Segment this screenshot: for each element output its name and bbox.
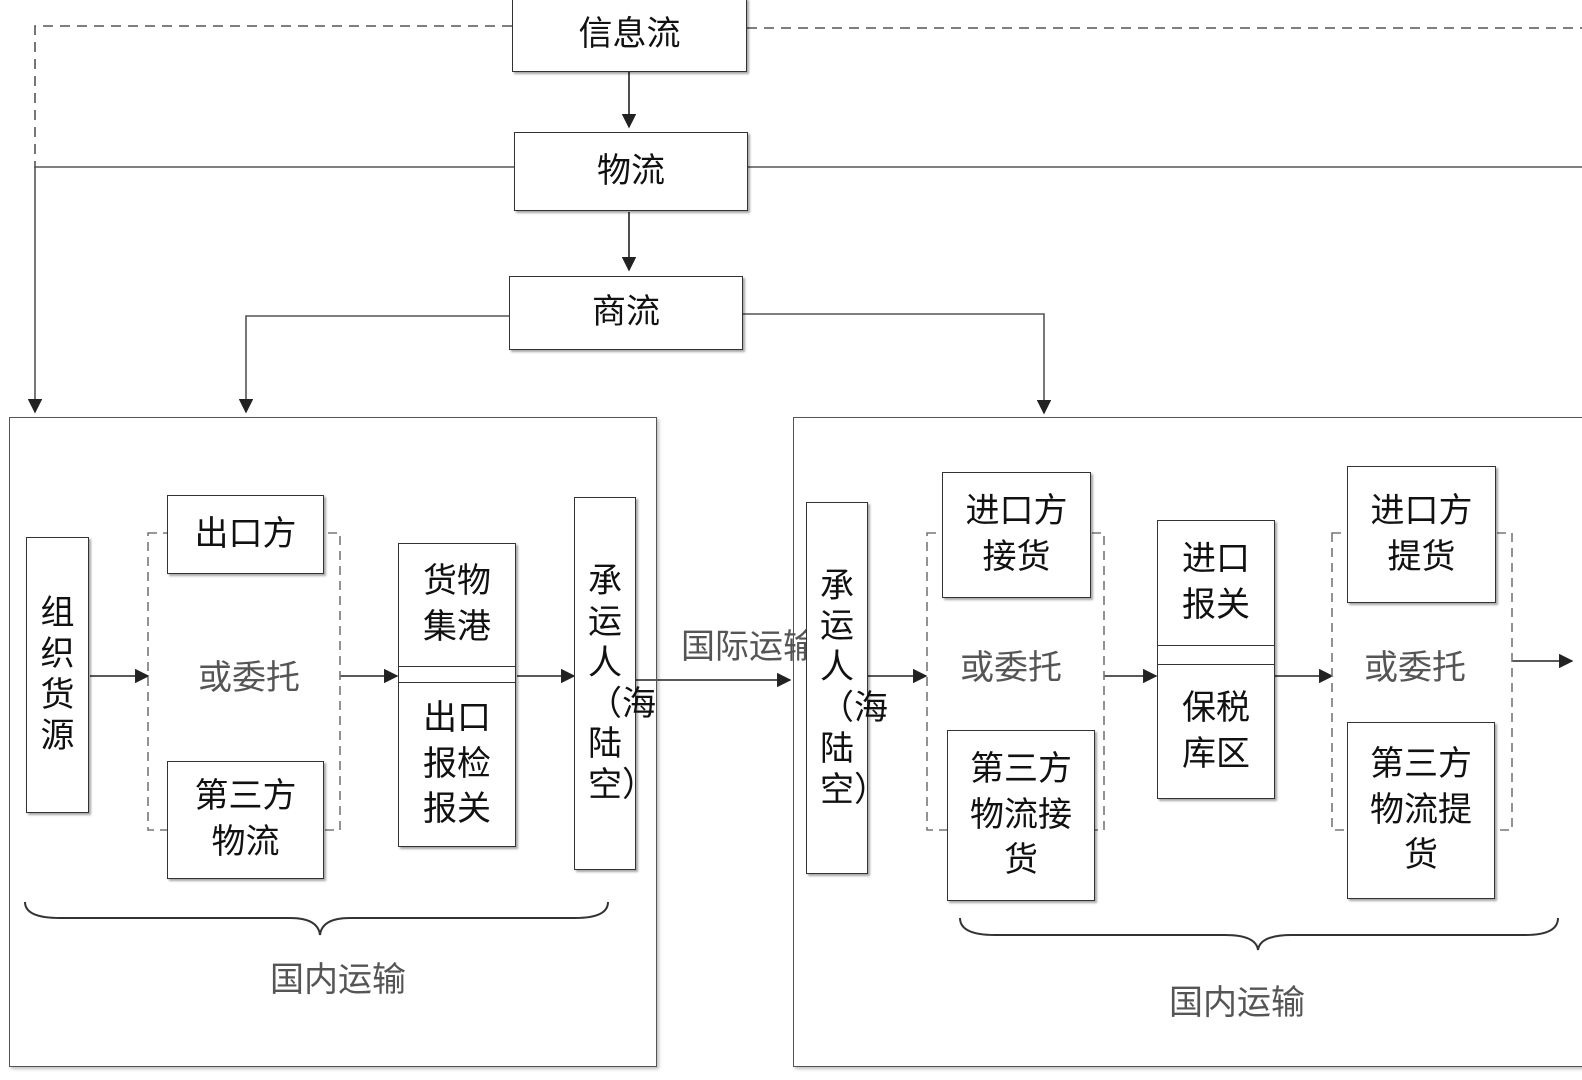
cargo-to-port-label: 货物集港 (422, 561, 491, 647)
international-transport-text: 国际运输 (681, 627, 817, 667)
export-carrier-label: 承运人（海陆空） (588, 561, 656, 806)
logistics-flow-box: 物流 (514, 132, 748, 211)
customs-bonded-box: 进口报关 保税库区 (1157, 520, 1275, 799)
import-or-entrust-label-2: 或委托 (1364, 648, 1466, 688)
exporter-box: 出口方 (167, 495, 324, 574)
commerce-line-right (743, 313, 1052, 415)
third-party-receive-box: 第三方物流接货 (947, 730, 1095, 901)
third-party-pickup-label: 第三方物流提货 (1369, 743, 1472, 876)
import-panel (793, 417, 1582, 1067)
port-customs-divider (399, 666, 515, 683)
commerce-line-left (238, 315, 509, 414)
info-flow-box: 信息流 (512, 0, 747, 72)
import-or-entrust-label-1: 或委托 (960, 648, 1062, 688)
logistics-line-left (27, 166, 514, 414)
import-customs-label: 进口报关 (1181, 539, 1250, 625)
third-party-pickup-box: 第三方物流提货 (1347, 722, 1495, 899)
import-domestic-brace (959, 917, 1559, 951)
info-flow-label: 信息流 (578, 14, 681, 55)
export-domestic-brace (24, 901, 609, 936)
export-inspection-label: 出口报检报关 (422, 697, 491, 830)
third-party-receive-label: 第三方物流接货 (969, 748, 1072, 881)
commerce-flow-label: 商流 (592, 292, 660, 333)
export-panel (9, 417, 657, 1067)
organize-goods-box: 组织货源 (26, 537, 89, 813)
commerce-flow-box: 商流 (509, 276, 743, 350)
import-carrier-box: 承运人（海陆空） (806, 502, 888, 874)
bonded-area-label: 保税库区 (1181, 687, 1250, 774)
importer-receive-label: 进口方接货 (965, 491, 1068, 577)
export-domestic-transport-label: 国内运输 (270, 960, 406, 1000)
info-flow-dashed-left (34, 25, 512, 168)
port-customs-box: 货物集港 出口报检报关 (398, 543, 516, 847)
export-third-party-label: 第三方物流 (194, 776, 297, 862)
export-third-party-box: 第三方物流 (167, 761, 324, 879)
export-carrier-box: 承运人（海陆空） (574, 497, 656, 870)
importer-pickup-label: 进口方提货 (1370, 490, 1473, 577)
importer-receive-box: 进口方接货 (942, 472, 1091, 598)
customs-bonded-divider (1158, 645, 1274, 665)
importer-pickup-box: 进口方提货 (1347, 466, 1496, 603)
international-transport-label: 国际运输 (681, 622, 817, 673)
logistics-flow-label: 物流 (597, 150, 665, 191)
exporter-label: 出口方 (194, 513, 297, 554)
export-or-entrust-label: 或委托 (198, 658, 300, 698)
organize-goods-label: 组织货源 (40, 593, 75, 756)
import-domestic-transport-label: 国内运输 (1169, 983, 1305, 1023)
import-carrier-label: 承运人（海陆空） (820, 565, 888, 810)
